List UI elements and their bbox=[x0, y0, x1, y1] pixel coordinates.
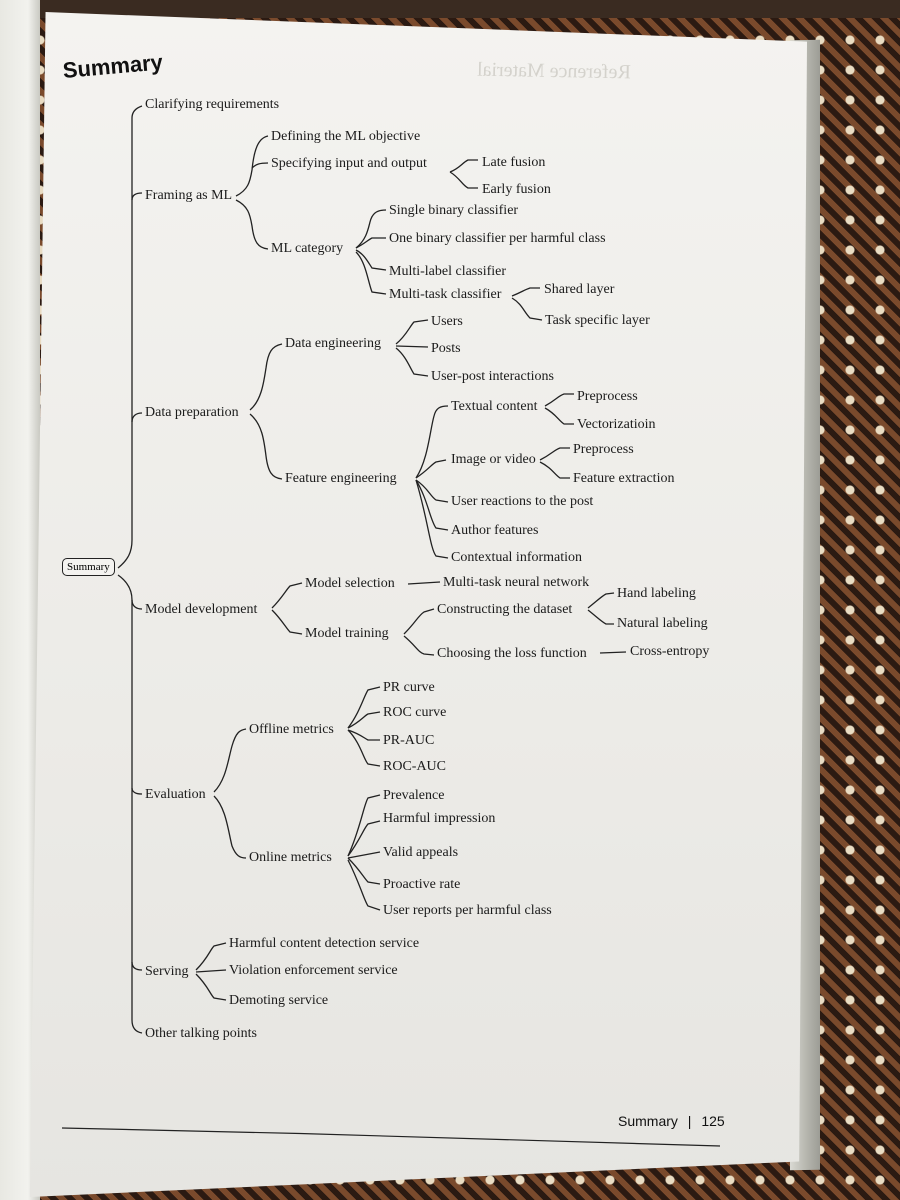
connector-model-dev bbox=[131, 599, 143, 610]
node-offline-metrics: Offline metrics bbox=[249, 722, 334, 737]
node-roc-curve: ROC curve bbox=[383, 705, 447, 720]
connector-defining bbox=[235, 135, 269, 197]
node-multi-task-neural-network: Multi-task neural network bbox=[443, 575, 590, 590]
connector-root-bottom bbox=[117, 574, 143, 1034]
node-constructing-dataset: Constructing the dataset bbox=[437, 602, 573, 617]
node-other-talking-points: Other talking points bbox=[145, 1026, 257, 1041]
connector-data-prep bbox=[131, 412, 143, 423]
node-serving: Serving bbox=[145, 964, 189, 979]
node-cross-entropy: Cross-entropy bbox=[630, 644, 710, 659]
node-late-fusion: Late fusion bbox=[482, 155, 546, 170]
node-roc-auc: ROC-AUC bbox=[383, 759, 447, 774]
node-defining-ml-objective: Defining the ML objective bbox=[271, 129, 421, 144]
node-feature-extraction: Feature extraction bbox=[573, 471, 675, 486]
footer-section: Summary bbox=[618, 1113, 678, 1129]
connector-ml-category bbox=[235, 199, 269, 250]
node-pr-auc: PR-AUC bbox=[383, 733, 435, 748]
node-shared-layer: Shared layer bbox=[544, 282, 615, 297]
node-image-or-video: Image or video bbox=[451, 452, 536, 467]
connector-serving bbox=[131, 961, 143, 971]
background-strip bbox=[0, 0, 900, 18]
page-number: 125 bbox=[701, 1113, 725, 1129]
node-ml-category: ML category bbox=[271, 241, 344, 256]
node-user-post-interactions: User-post interactions bbox=[431, 369, 554, 384]
node-harmful-detection-service: Harmful content detection service bbox=[229, 936, 420, 951]
node-proactive-rate: Proactive rate bbox=[383, 877, 461, 892]
node-harmful-impression: Harmful impression bbox=[383, 811, 496, 826]
node-hand-labeling: Hand labeling bbox=[617, 586, 696, 601]
node-single-binary-classifier: Single binary classifier bbox=[389, 203, 519, 218]
node-user-reactions: User reactions to the post bbox=[451, 494, 594, 509]
node-model-development: Model development bbox=[145, 602, 258, 617]
node-violation-enforcement: Violation enforcement service bbox=[229, 963, 398, 978]
node-framing-as-ml: Framing as ML bbox=[145, 188, 233, 203]
node-posts: Posts bbox=[431, 341, 461, 356]
node-multi-label-classifier: Multi-label classifier bbox=[389, 264, 507, 279]
mind-map-root: Summary bbox=[62, 558, 115, 576]
connector-evaluation bbox=[131, 787, 143, 795]
node-contextual-information: Contextual information bbox=[451, 550, 583, 565]
node-preprocess-image: Preprocess bbox=[573, 442, 634, 457]
node-feature-engineering: Feature engineering bbox=[285, 471, 397, 486]
book-page: Reference Material bbox=[29, 12, 807, 1197]
node-multi-task-classifier: Multi-task classifier bbox=[389, 287, 502, 302]
page-footer: Summary | 125 bbox=[618, 1113, 725, 1129]
node-choosing-loss-function: Choosing the loss function bbox=[437, 646, 587, 661]
footer-rule bbox=[61, 1127, 721, 1147]
node-data-preparation: Data preparation bbox=[145, 405, 239, 420]
node-pr-curve: PR curve bbox=[383, 680, 435, 695]
node-textual-content: Textual content bbox=[451, 399, 538, 414]
connector-root-top bbox=[117, 105, 143, 569]
node-prevalence: Prevalence bbox=[383, 788, 445, 803]
connector-framing bbox=[131, 192, 143, 201]
node-clarifying-requirements: Clarifying requirements bbox=[145, 97, 280, 112]
node-users: Users bbox=[431, 314, 463, 329]
node-online-metrics: Online metrics bbox=[249, 850, 332, 865]
node-author-features: Author features bbox=[451, 523, 539, 538]
node-natural-labeling: Natural labeling bbox=[617, 616, 708, 631]
node-model-training: Model training bbox=[305, 626, 389, 641]
node-task-specific-layer: Task specific layer bbox=[545, 313, 650, 328]
footer-separator: | bbox=[687, 1113, 692, 1129]
node-model-selection: Model selection bbox=[305, 576, 395, 591]
node-specifying-input-output: Specifying input and output bbox=[271, 156, 427, 171]
node-early-fusion: Early fusion bbox=[482, 182, 551, 197]
node-one-binary-per-class: One binary classifier per harmful class bbox=[389, 231, 606, 246]
node-user-reports: User reports per harmful class bbox=[383, 903, 552, 918]
node-vectorization: Vectorizatioin bbox=[577, 417, 656, 432]
node-preprocess-text: Preprocess bbox=[577, 389, 638, 404]
node-demoting-service: Demoting service bbox=[229, 993, 329, 1008]
node-valid-appeals: Valid appeals bbox=[383, 845, 459, 860]
node-data-engineering: Data engineering bbox=[285, 336, 382, 351]
node-evaluation: Evaluation bbox=[145, 787, 206, 802]
